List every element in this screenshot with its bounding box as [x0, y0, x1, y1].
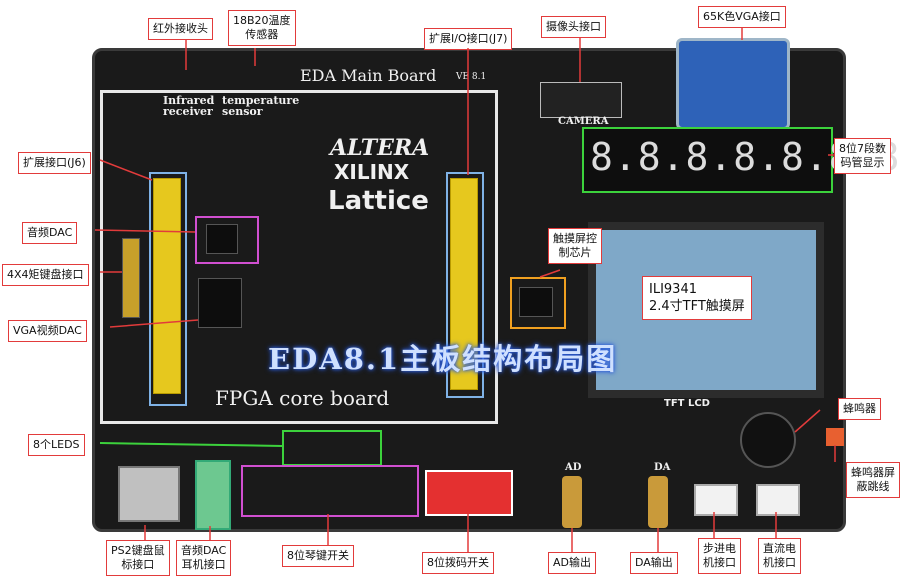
callout-touch-ctrl: 触摸屏控 制芯片 — [548, 228, 602, 264]
callout-seg-display: 8位7段数 码管显示 — [834, 138, 891, 174]
callout-ps2: PS2键盘鼠 标接口 — [106, 540, 170, 576]
brand-xilinx: XILINX — [334, 160, 410, 184]
callout-stepper: 步进电 机接口 — [698, 538, 741, 574]
seven-seg-outline — [582, 127, 833, 193]
camera-connector — [540, 82, 622, 118]
callout-tft: ILI9341 2.4寸TFT触摸屏 — [642, 276, 752, 320]
dc-motor-connector — [756, 484, 800, 516]
da-silk: DA — [654, 462, 671, 473]
callout-infrared: 红外接收头 — [148, 18, 213, 40]
j7-header-outline — [446, 172, 484, 398]
callout-vga: 65K色VGA接口 — [698, 6, 786, 28]
brand-altera: ALTERA — [330, 135, 430, 161]
temp-label: temperature sensor — [222, 94, 300, 118]
ext-keypad-connector — [122, 238, 140, 318]
callout-dip: 8位拨码开关 — [422, 552, 494, 574]
callout-camera: 摄像头接口 — [541, 16, 606, 38]
keys-outline — [241, 465, 419, 517]
callout-vga-dac: VGA视频DAC — [8, 320, 87, 342]
board-title: EDA Main Board — [300, 66, 437, 85]
ir-label: Infrared receiver — [163, 94, 215, 118]
callout-ext-io-j7: 扩展I/O接口(J7) — [424, 28, 513, 50]
audio-dac-outline — [195, 216, 259, 264]
leds-outline — [282, 430, 382, 466]
buzzer — [740, 412, 796, 468]
callout-ad-out: AD输出 — [548, 552, 596, 574]
core-board-label: FPGA core board — [215, 386, 390, 410]
da-sma — [648, 476, 668, 528]
callout-ext-j6: 扩展接口(J6) — [18, 152, 91, 174]
callout-audio-jack: 音频DAC 耳机接口 — [176, 540, 232, 576]
callout-ds18b20: 18B20温度 传感器 — [228, 10, 296, 46]
j7-pin-header — [450, 178, 478, 390]
j6-pin-header — [153, 178, 181, 394]
buzzer-jumper — [826, 428, 844, 446]
vga-connector — [676, 38, 790, 130]
ps2-connector — [118, 466, 180, 522]
touch-ctrl-outline — [510, 277, 566, 329]
callout-da-out: DA输出 — [630, 552, 678, 574]
callout-dc-motor: 直流电 机接口 — [758, 538, 801, 574]
fpga-core-board-outline — [100, 90, 498, 424]
callout-buzzer-jumper: 蜂鸣器屏 蔽跳线 — [846, 462, 900, 498]
callout-keypad: 4X4矩键盘接口 — [2, 264, 89, 286]
touch-ctrl-chip — [519, 287, 553, 317]
j6-header-outline — [149, 172, 187, 406]
callout-keys: 8位琴键开关 — [282, 545, 354, 567]
tft-label: TFT LCD — [664, 398, 710, 409]
audio-dac-chip — [206, 224, 238, 254]
callout-buzzer: 蜂鸣器 — [838, 398, 881, 420]
ad-silk: AD — [565, 462, 582, 473]
overlay-title: EDA8.1主板结构布局图 — [268, 342, 618, 376]
stepper-connector — [694, 484, 738, 516]
board-version: VE 8.1 — [456, 72, 487, 82]
audio-jack — [195, 460, 231, 530]
ad-sma — [562, 476, 582, 528]
callout-audio-dac: 音频DAC — [22, 222, 78, 244]
camera-label: CAMERA — [558, 116, 609, 127]
brand-lattice: Lattice — [328, 186, 429, 216]
vga-dac-chip — [198, 278, 242, 328]
dip-switch — [425, 470, 513, 516]
callout-leds: 8个LEDS — [28, 434, 85, 456]
